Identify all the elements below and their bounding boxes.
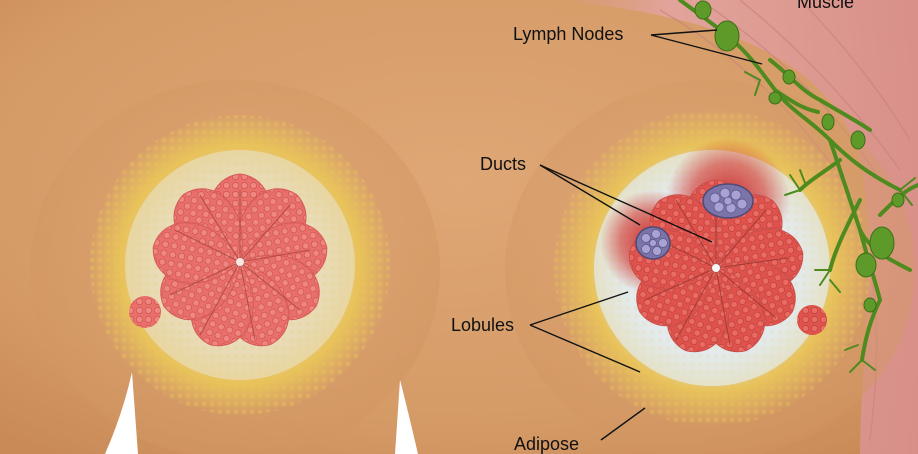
right-lobule-small [797,305,827,335]
label-lymph-nodes: Lymph Nodes [513,24,623,44]
leader-ducts-1 [539,164,641,226]
tumor-upper [702,183,754,219]
pectoral-muscle [560,0,918,454]
leader-lobules-2 [529,324,641,373]
right-ducts [644,195,789,346]
leader-ducts-2 [539,164,713,243]
tumor-lower [635,226,671,260]
label-ducts: Ducts [480,154,526,174]
body-gap-left [105,372,138,454]
leader-lymph-2 [650,34,763,65]
label-lobules: Lobules [451,315,514,335]
leader-adipose [600,407,646,441]
left-nipple [236,258,244,266]
label-muscle: Muscle [797,0,854,12]
body-gap-right [395,380,418,454]
leader-lobules-1 [529,291,629,326]
left-ducts [169,190,311,341]
left-lobule-small [129,296,161,328]
right-nipple [712,264,720,272]
label-adipose: Adipose [514,434,579,454]
lymph-nodes [694,0,905,313]
lymph-branches [744,71,916,373]
leader-lymph-1 [650,29,718,36]
